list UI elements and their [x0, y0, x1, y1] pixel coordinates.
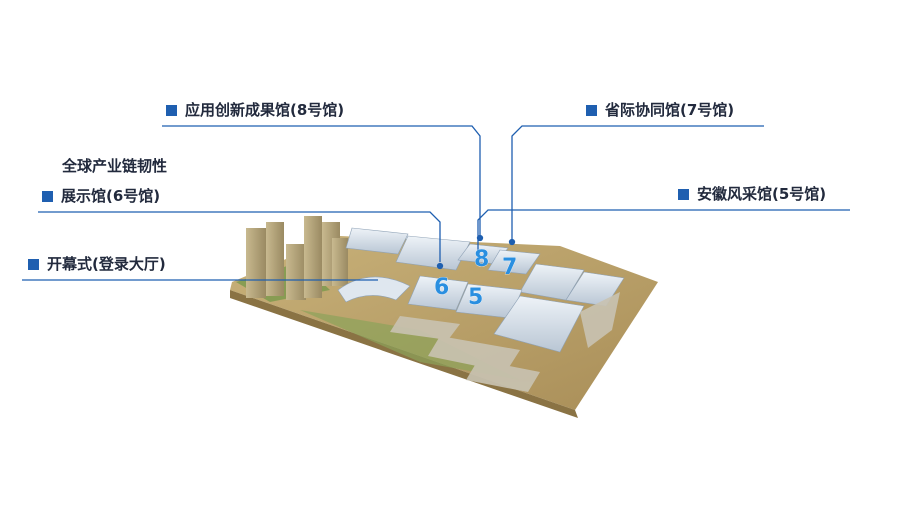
hall-number-8: 8: [474, 247, 489, 272]
bullet-square-icon: [678, 189, 689, 200]
label-hall6: 展示馆(6号馆): [42, 186, 160, 206]
parking-area: [390, 292, 620, 392]
tower-group: [246, 216, 348, 300]
leader-lines: [22, 125, 850, 281]
leader-line-hall6: [38, 211, 441, 262]
leader-line-hall7: [511, 125, 764, 240]
label-hall8: 应用创新成果馆(8号馆): [166, 100, 344, 120]
hall-number-5: 5: [468, 285, 483, 310]
leader-line-hall8: [162, 125, 481, 236]
hall-number-6: 6: [434, 275, 449, 300]
exhibition-halls: [337, 227, 625, 353]
bullet-square-icon: [586, 105, 597, 116]
bullet-square-icon: [166, 105, 177, 116]
label-opening: 开幕式(登录大厅): [28, 254, 166, 274]
label-hall6-line1: 全球产业链韧性: [62, 157, 168, 175]
hall-number-7: 7: [502, 255, 517, 280]
leader-line-hall5: [477, 209, 850, 262]
label-hall7: 省际协同馆(7号馆): [586, 100, 734, 120]
label-hall5: 安徽风采馆(5号馆): [678, 184, 826, 204]
bullet-square-icon: [28, 259, 39, 270]
bullet-square-icon: [42, 191, 53, 202]
